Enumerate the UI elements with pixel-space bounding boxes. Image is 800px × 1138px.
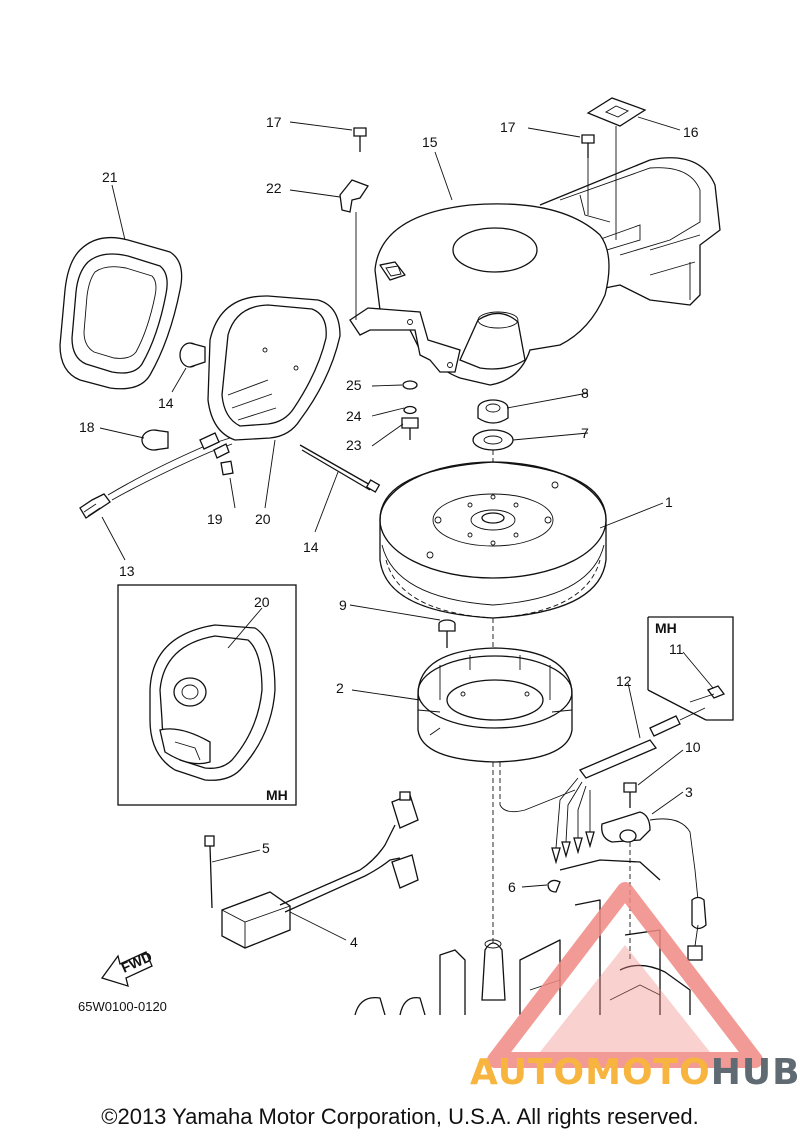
callout-label: 16 <box>683 124 699 140</box>
plate-part <box>586 97 647 240</box>
mh-tag: MH <box>655 620 677 636</box>
callout-label: 21 <box>102 169 118 185</box>
callout-label: 5 <box>262 840 270 856</box>
rectifier-unit <box>221 791 419 949</box>
callout-label: 3 <box>685 784 693 800</box>
leader-lines <box>99 116 714 941</box>
callout-label: 11 <box>669 641 684 657</box>
callout-label: 14 <box>158 395 174 411</box>
callout-label: 13 <box>119 563 135 579</box>
callout-label: 8 <box>581 385 589 401</box>
callout-label: 20 <box>255 511 271 527</box>
callout-label: 6 <box>508 879 516 895</box>
callout-label: 18 <box>79 419 95 435</box>
flywheel-magneto <box>379 461 607 619</box>
callout-label: 1 <box>665 494 673 510</box>
callout-label: 9 <box>339 597 347 613</box>
rubber-cap <box>141 429 169 451</box>
screw-part <box>438 619 456 648</box>
callout-label: 10 <box>685 739 701 755</box>
fastener-stack <box>401 380 419 440</box>
copyright-notice: ©2013 Yamaha Motor Corporation, U.S.A. A… <box>101 1104 699 1129</box>
callout-label: 25 <box>346 377 362 393</box>
bolt-part <box>353 127 595 215</box>
clip-small <box>547 879 561 893</box>
tie-strap <box>204 835 215 909</box>
sensor-wire <box>79 432 234 519</box>
callout-label: 17 <box>500 119 516 135</box>
callout-label: 23 <box>346 437 362 453</box>
mh-tag: MH <box>266 787 288 803</box>
seal-ring <box>59 236 183 390</box>
reference-code: 65W0100-0120 <box>78 999 167 1014</box>
watermark-text: AUTOMOTOHUB <box>470 1052 800 1093</box>
callout-label: 15 <box>422 134 438 150</box>
cable-tie <box>299 444 381 493</box>
callout-label: 4 <box>350 934 358 950</box>
flywheel-washer <box>472 429 514 451</box>
cover-part <box>207 295 341 441</box>
grommet-part <box>179 342 206 368</box>
stator-coil <box>417 647 573 805</box>
mh-inset-cover: MH <box>117 584 297 806</box>
callout-label: 14 <box>303 539 319 555</box>
callout-numbers: 1 2 3 4 5 6 7 8 9 10 11 12 13 14 14 15 1… <box>79 114 701 950</box>
callout-label: 7 <box>581 425 589 441</box>
forward-arrow-icon: FWD <box>100 948 154 987</box>
watermark-logo <box>487 882 763 1068</box>
mh-inset-bolt: MH <box>647 616 734 721</box>
callout-label: 17 <box>266 114 282 130</box>
callout-label: 24 <box>346 408 362 424</box>
callout-label: 12 <box>616 673 632 689</box>
callout-label: 20 <box>254 594 270 610</box>
clip-part <box>339 179 369 320</box>
callout-label: 22 <box>266 180 282 196</box>
callout-label: 2 <box>336 680 344 696</box>
wire-harness <box>499 707 706 865</box>
flywheel-nut <box>477 399 509 424</box>
callout-label: 19 <box>207 511 223 527</box>
flywheel-cover <box>349 157 721 386</box>
